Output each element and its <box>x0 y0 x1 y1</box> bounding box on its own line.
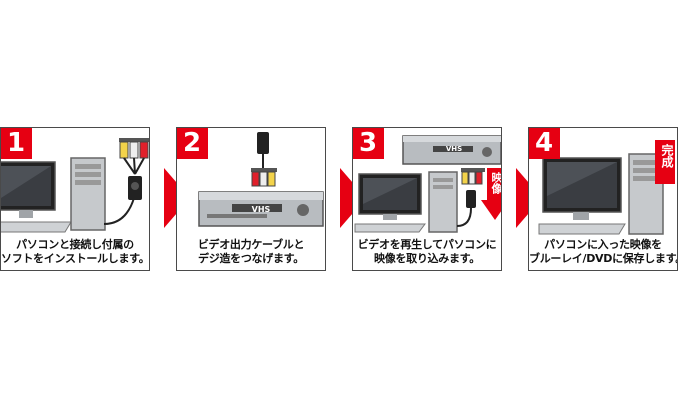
step-3-panel: VHS 映像 3 ビデオを再生してパソコンに 映像を取り込みます。 <box>352 127 502 271</box>
step-number-badge: 4 <box>529 128 560 159</box>
step-caption: ビデオ出力ケーブルと デジ造をつなげます。 <box>197 238 305 265</box>
step-1-panel: 1 パソコンと接続し付属の ソフトをインストールします。 <box>0 127 150 271</box>
step-number-badge: 1 <box>1 128 32 159</box>
pc-complete-illustration <box>538 140 675 235</box>
capture-illustration <box>354 135 501 233</box>
vhs-label: VHS <box>251 205 271 214</box>
step-2-panel: VHS 2 ビデオ出力ケーブルと デジ造をつなげます。 <box>176 127 326 271</box>
step-number-badge: 2 <box>177 128 208 159</box>
step-caption: パソコンと接続し付属の ソフトをインストールします。 <box>1 238 150 265</box>
step-caption: ビデオを再生してパソコンに 映像を取り込みます。 <box>357 238 497 265</box>
step-caption: パソコンに入った映像を ブルーレイ/DVDに保存します。 <box>529 238 678 265</box>
video-badge: 映像 <box>490 172 502 194</box>
pc-cable-illustration <box>1 138 149 233</box>
complete-badge: 完成 <box>660 144 674 168</box>
step-4-panel: 完成 4 パソコンに入った映像を ブルーレイ/DVDに保存します。 <box>528 127 678 271</box>
step-number-badge: 3 <box>353 128 384 159</box>
vhs-label: VHS <box>445 145 463 153</box>
vcr-cable-illustration <box>198 132 324 227</box>
